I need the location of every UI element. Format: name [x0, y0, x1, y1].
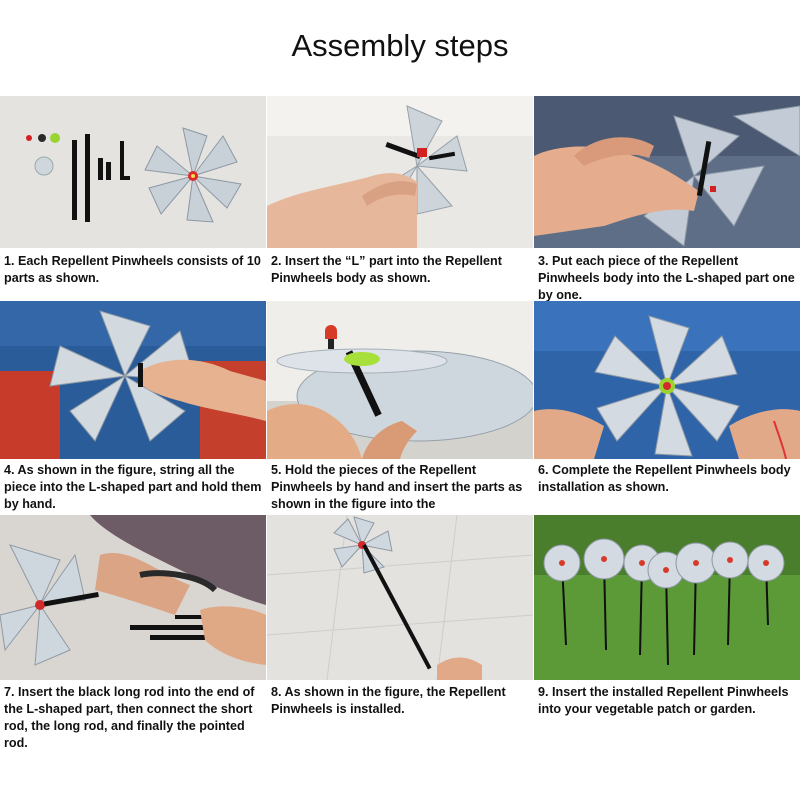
step-5-photo	[267, 301, 533, 459]
step-8: 8. As shown in the figure, the Repellent…	[267, 515, 533, 765]
page-title: Assembly steps	[291, 28, 509, 63]
step-6-photo	[534, 301, 800, 459]
step-3-photo	[534, 96, 800, 248]
step-1: 1. Each Repellent Pinwheels consists of …	[0, 96, 266, 292]
step-7-photo	[0, 515, 266, 680]
step-8-caption: 8. As shown in the figure, the Repellent…	[271, 685, 506, 716]
step-6-caption: 6. Complete the Repellent Pinwheels body…	[538, 463, 791, 494]
step-4: 4. As shown in the figure, string all th…	[0, 301, 266, 511]
step-6: 6. Complete the Repellent Pinwheels body…	[534, 301, 800, 511]
step-1-caption: 1. Each Repellent Pinwheels consists of …	[4, 254, 261, 285]
step-4-photo	[0, 301, 266, 459]
step-7: 7. Insert the black long rod into the en…	[0, 515, 266, 765]
step-2-caption: 2. Insert the “L” part into the Repellen…	[271, 254, 502, 285]
step-5-caption: 5. Hold the pieces of the Repellent Pinw…	[271, 463, 523, 511]
step-1-photo	[0, 96, 266, 248]
step-5: 5. Hold the pieces of the Repellent Pinw…	[267, 301, 533, 511]
step-4-caption: 4. As shown in the figure, string all th…	[4, 463, 262, 511]
step-7-caption: 7. Insert the black long rod into the en…	[4, 685, 255, 750]
step-2-photo	[267, 96, 533, 248]
step-9: 9. Insert the installed Repellent Pinwhe…	[534, 515, 800, 765]
step-3-caption: 3. Put each piece of the Repellent Pinwh…	[538, 254, 795, 302]
step-3: 3. Put each piece of the Repellent Pinwh…	[534, 96, 800, 302]
step-9-caption: 9. Insert the installed Repellent Pinwhe…	[538, 685, 789, 716]
step-2: 2. Insert the “L” part into the Repellen…	[267, 96, 533, 292]
step-8-photo	[267, 515, 533, 680]
step-9-photo	[534, 515, 800, 680]
